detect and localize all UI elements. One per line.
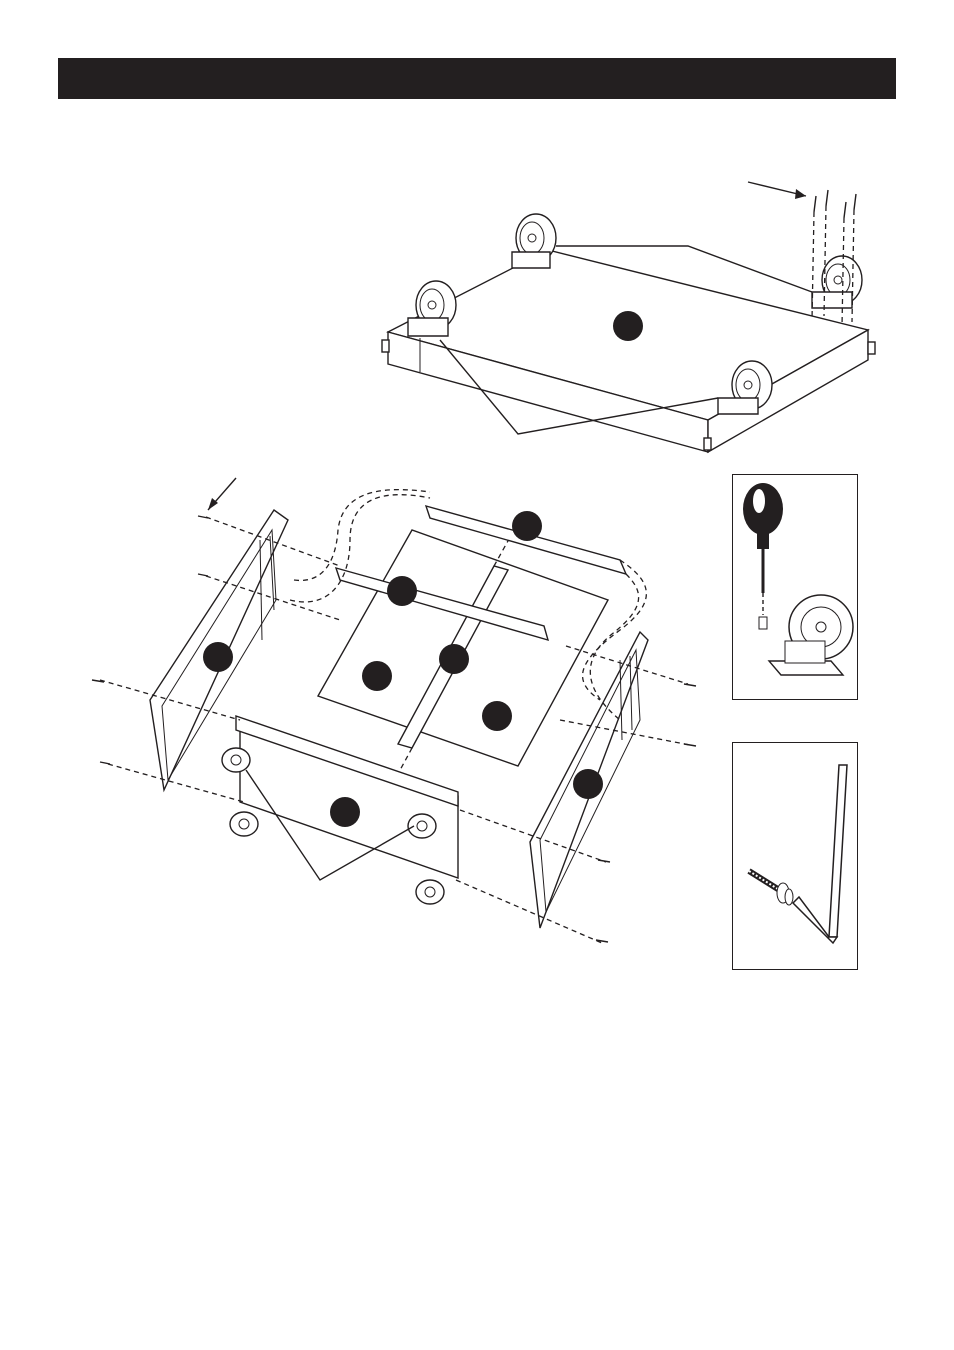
top-caster-right-back xyxy=(812,256,862,308)
screwdriver-caster-inset xyxy=(732,474,858,700)
callout-top-board xyxy=(613,311,643,341)
allen-key-icon xyxy=(733,743,857,969)
top-caster-back-left xyxy=(512,214,556,268)
screwdriver-icon xyxy=(733,475,857,699)
front-panel xyxy=(236,716,458,878)
allen-key-bolt-inset xyxy=(732,742,858,970)
top-cart-base xyxy=(382,250,875,452)
